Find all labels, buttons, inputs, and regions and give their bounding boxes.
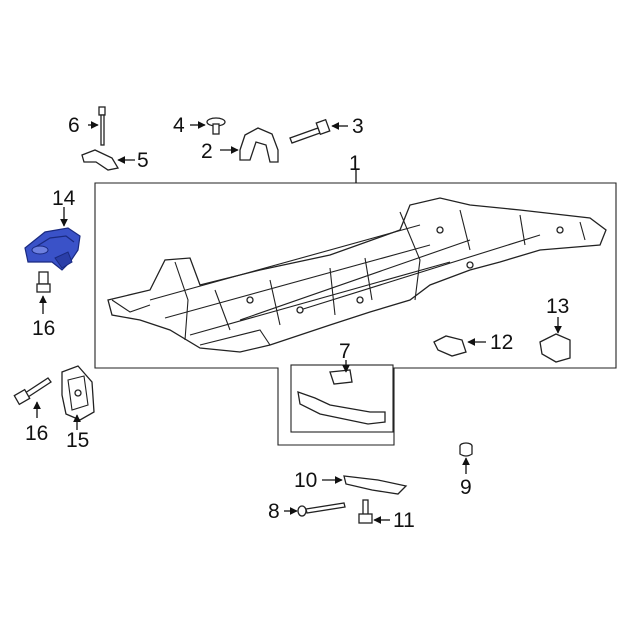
callout-7-number: 7	[339, 340, 351, 363]
callout-9-number: 9	[460, 476, 472, 499]
part-6-bolt	[98, 106, 106, 146]
part-11-bolt	[358, 499, 373, 524]
part-10-plate	[343, 475, 408, 495]
part-16-bolt-lower	[13, 377, 52, 406]
part-3-bolt	[289, 118, 331, 144]
part-7-brace	[297, 369, 386, 425]
callout-4-number: 4	[173, 114, 185, 137]
callout-1-number: 1	[349, 152, 361, 175]
part-16-stud-upper	[36, 271, 51, 293]
frame-assembly	[107, 197, 607, 353]
callout-8-number: 8	[268, 500, 280, 523]
part-14-mount-highlighted	[24, 227, 81, 271]
part-9-plug	[459, 442, 473, 457]
callout-14-number: 14	[52, 187, 76, 210]
callout-3-number: 3	[352, 115, 364, 138]
callout-11-number: 11	[393, 509, 415, 532]
callout-12-number: 12	[490, 331, 513, 354]
callout-2-number: 2	[201, 140, 213, 163]
part-15-bracket	[61, 365, 95, 421]
callout-16b-number: 16	[25, 422, 48, 445]
part-12-bracket	[433, 335, 467, 357]
callout-13-number: 13	[546, 295, 569, 318]
part-5-bracket	[81, 149, 120, 171]
frame-group-box	[94, 182, 617, 446]
callout-15-number: 15	[66, 429, 89, 452]
callout-10-number: 10	[294, 469, 317, 492]
part-2-strap	[239, 127, 279, 163]
brace-group-box	[290, 364, 394, 433]
callout-6-number: 6	[68, 114, 80, 137]
callout-5-number: 5	[137, 149, 149, 172]
part-8-bolt	[297, 502, 346, 517]
callout-16a-number: 16	[32, 317, 55, 340]
part-4-pin	[206, 117, 226, 135]
part-13-bracket	[539, 333, 571, 363]
